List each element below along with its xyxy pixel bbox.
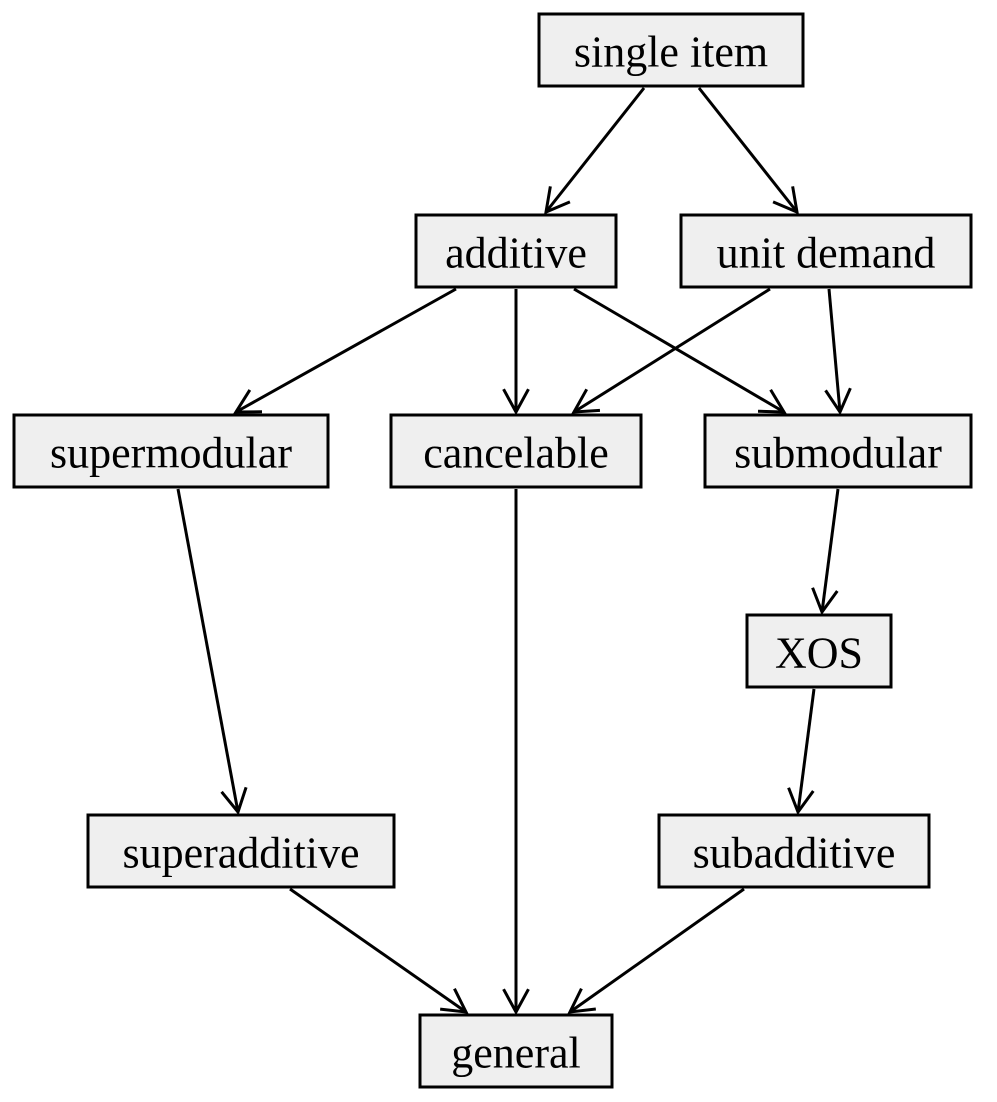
edge-line bbox=[289, 887, 467, 1014]
edge-line bbox=[697, 87, 799, 213]
edge-line bbox=[569, 887, 745, 1014]
edges-layer bbox=[176, 87, 852, 1016]
node-box bbox=[703, 413, 973, 489]
node-label: supermodular bbox=[50, 429, 292, 478]
arrowhead-icon bbox=[220, 786, 248, 816]
node-label: XOS bbox=[775, 629, 863, 678]
edge-additive-to-supermodular bbox=[233, 287, 457, 414]
edge-line bbox=[544, 87, 646, 213]
node-label: additive bbox=[445, 229, 587, 278]
node-box bbox=[745, 613, 893, 689]
nodes-layer: single item additive unit demand supermodul… bbox=[12, 12, 973, 1089]
edge-unit-demand-to-submodular bbox=[824, 288, 852, 416]
arrowhead-icon bbox=[502, 388, 530, 416]
arrowhead-icon bbox=[567, 987, 596, 1014]
edge-subadditive-to-general bbox=[567, 887, 745, 1014]
node-label: general bbox=[451, 1029, 580, 1078]
edge-line bbox=[827, 288, 842, 413]
node-supermodular: supermodular bbox=[12, 413, 330, 489]
arrowhead-icon bbox=[571, 388, 601, 414]
node-additive: additive bbox=[414, 213, 618, 289]
node-label: unit demand bbox=[717, 229, 936, 278]
node-superadditive: superadditive bbox=[86, 813, 396, 889]
node-label: subadditive bbox=[693, 829, 896, 878]
edge-line bbox=[176, 488, 240, 813]
edge-unit-demand-to-cancelable bbox=[571, 287, 771, 414]
edge-line bbox=[820, 488, 840, 613]
arrowhead-icon bbox=[811, 587, 839, 616]
node-unit-demand: unit demand bbox=[679, 213, 973, 289]
arrowhead-icon bbox=[772, 186, 799, 215]
node-box bbox=[414, 213, 618, 289]
edge-line bbox=[573, 287, 771, 414]
node-box bbox=[679, 213, 973, 289]
node-single-item: single item bbox=[537, 12, 805, 88]
node-xos: XOS bbox=[745, 613, 893, 689]
node-general: general bbox=[418, 1013, 614, 1089]
edge-line bbox=[235, 287, 457, 414]
node-box bbox=[389, 413, 643, 489]
node-label: cancelable bbox=[423, 429, 609, 478]
arrowhead-icon bbox=[757, 388, 787, 414]
edge-additive-to-submodular bbox=[573, 287, 787, 414]
arrowhead-icon bbox=[502, 988, 530, 1016]
edge-cancelable-to-general bbox=[502, 489, 530, 1016]
node-label: superadditive bbox=[122, 829, 359, 878]
edge-submodular-to-xos bbox=[811, 488, 840, 616]
edge-supermodular-to-superadditive bbox=[176, 488, 248, 816]
node-submodular: submodular bbox=[703, 413, 973, 489]
edge-additive-to-cancelable bbox=[502, 289, 530, 416]
node-box bbox=[12, 413, 330, 489]
node-box bbox=[86, 813, 396, 889]
edge-line bbox=[796, 688, 816, 813]
edge-superadditive-to-general bbox=[289, 887, 469, 1014]
node-box bbox=[418, 1013, 614, 1089]
edge-single-item-to-unit-demand bbox=[697, 87, 799, 215]
arrowhead-icon bbox=[439, 988, 469, 1014]
node-label: single item bbox=[574, 28, 768, 77]
node-box bbox=[657, 813, 931, 889]
arrowhead-icon bbox=[544, 186, 571, 215]
node-label: submodular bbox=[734, 429, 942, 478]
arrowhead-icon bbox=[824, 387, 852, 416]
edge-xos-to-subadditive bbox=[787, 688, 816, 816]
node-box bbox=[537, 12, 805, 88]
arrowhead-icon bbox=[787, 787, 815, 816]
node-subadditive: subadditive bbox=[657, 813, 931, 889]
edge-line bbox=[573, 287, 785, 414]
arrowhead-icon bbox=[233, 389, 263, 414]
node-cancelable: cancelable bbox=[389, 413, 643, 489]
edge-single-item-to-additive bbox=[544, 87, 646, 215]
